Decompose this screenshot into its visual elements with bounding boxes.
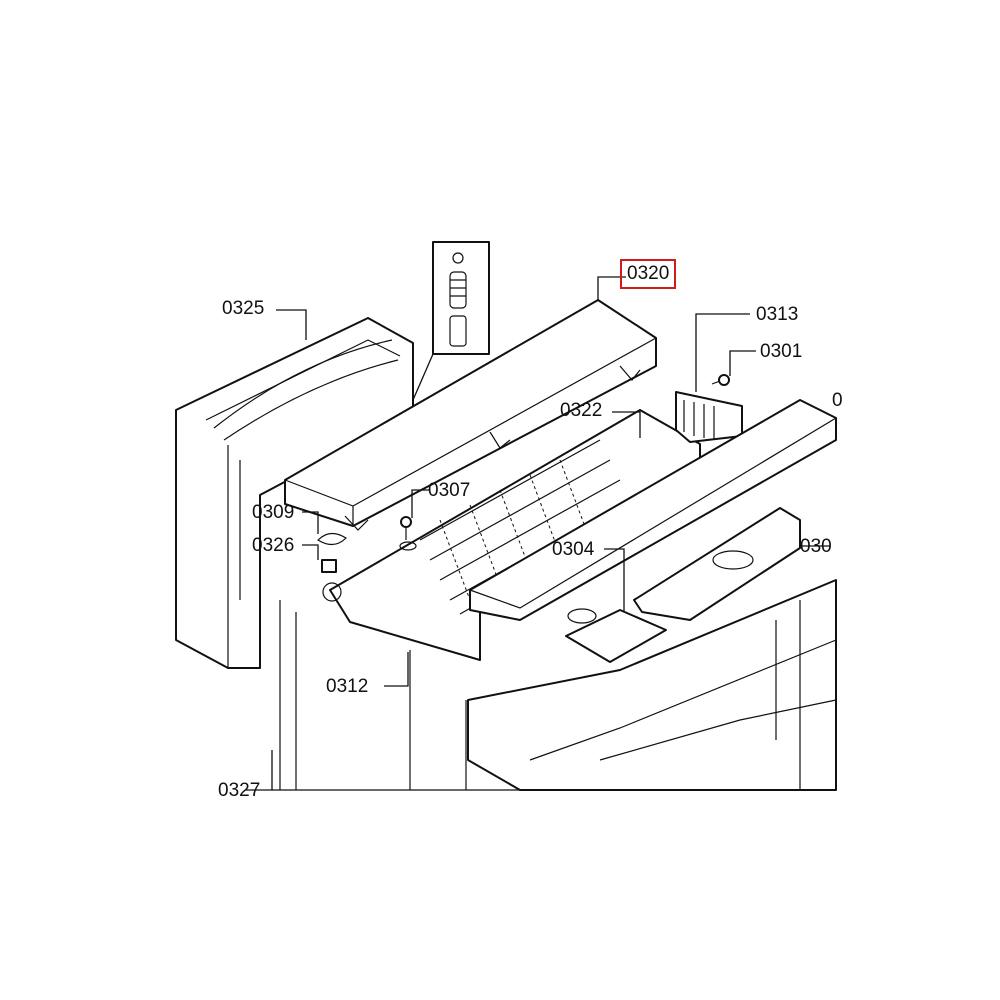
label-030-truncated: 030	[800, 536, 832, 557]
label-0304: 0304	[552, 539, 595, 560]
appliance-cabinet	[272, 579, 837, 791]
part-0322-base-tray	[329, 409, 701, 661]
label-0312: 0312	[326, 676, 369, 697]
part-right-lid	[469, 399, 837, 621]
label-0325: 0325	[222, 298, 265, 319]
part-0307-screw	[399, 516, 417, 551]
label-0313: 0313	[756, 304, 799, 325]
label-0326: 0326	[252, 535, 295, 556]
part-0325-side-panel	[175, 317, 414, 669]
label-0322: 0322	[560, 400, 603, 421]
label-0301: 0301	[760, 341, 803, 362]
label-0-truncated: 0	[832, 390, 843, 411]
label-0320-highlighted: 0320	[620, 259, 677, 289]
part-0309-clip	[317, 532, 347, 546]
part-030x-handle-tray	[633, 507, 801, 621]
part-0301-screw	[711, 374, 730, 386]
valve-spring-inset	[412, 241, 490, 401]
label-0327: 0327	[218, 780, 261, 801]
label-0307: 0307	[428, 480, 471, 501]
part-0304-cover	[565, 608, 667, 663]
part-0313-bracket	[675, 391, 743, 443]
part-0326-plug	[321, 559, 342, 602]
leader-lines	[246, 276, 830, 791]
label-0309: 0309	[252, 502, 295, 523]
